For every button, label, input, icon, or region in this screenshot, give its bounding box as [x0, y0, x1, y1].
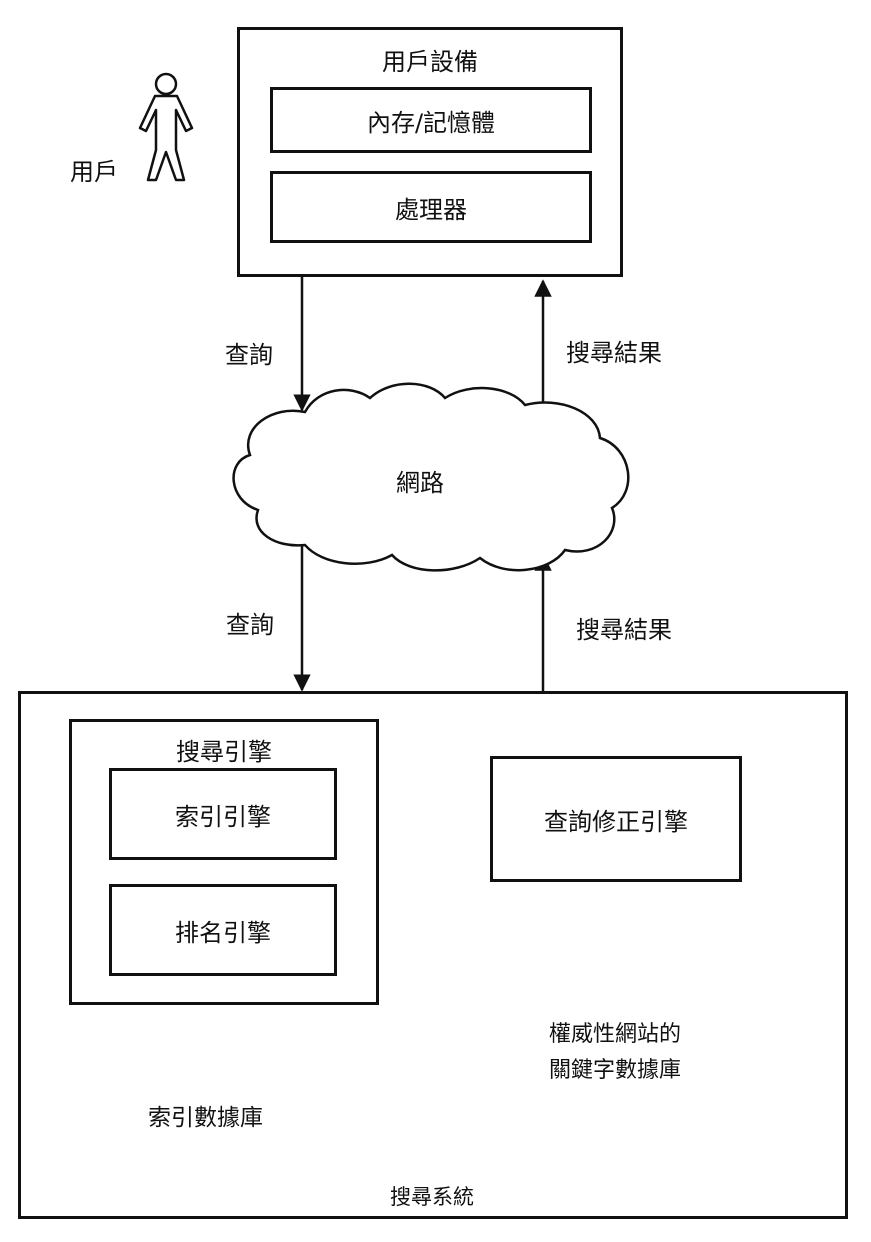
- network-label: 網路: [396, 469, 444, 497]
- memory-box: 內存/記憶體: [270, 87, 592, 153]
- network-cloud: [232, 382, 630, 572]
- search-system-box: 搜尋引擎 索引引擎 排名引擎 查詢修正引擎 索引數據庫 權威性網站的 關鍵字數據…: [18, 691, 848, 1219]
- search-engine-box: 搜尋引擎 索引引擎 排名引擎: [69, 719, 379, 1005]
- query-label-lower: 查詢: [226, 611, 274, 639]
- query-revision-engine-box: 查詢修正引擎: [490, 756, 742, 882]
- search-engine-title: 搜尋引擎: [176, 738, 272, 766]
- processor-box: 處理器: [270, 171, 592, 243]
- results-label-upper: 搜尋結果: [566, 339, 662, 367]
- user-device-box: 用戶設備 內存/記憶體 處理器: [237, 27, 623, 277]
- query-label-upper: 查詢: [225, 341, 273, 369]
- index-engine-box: 索引引擎: [109, 768, 337, 860]
- user-figure-icon: [138, 72, 194, 182]
- user-label: 用戶: [70, 158, 118, 186]
- index-database-label: 索引數據庫: [148, 1105, 263, 1131]
- results-label-lower: 搜尋結果: [576, 616, 672, 644]
- user-device-title: 用戶設備: [382, 48, 478, 76]
- ranking-engine-box: 排名引擎: [109, 884, 337, 976]
- keyword-database-label-line1: 權威性網站的: [549, 1022, 682, 1047]
- search-system-label: 搜尋系統: [390, 1185, 474, 1209]
- keyword-database-label-line2: 關鍵字數據庫: [549, 1058, 682, 1083]
